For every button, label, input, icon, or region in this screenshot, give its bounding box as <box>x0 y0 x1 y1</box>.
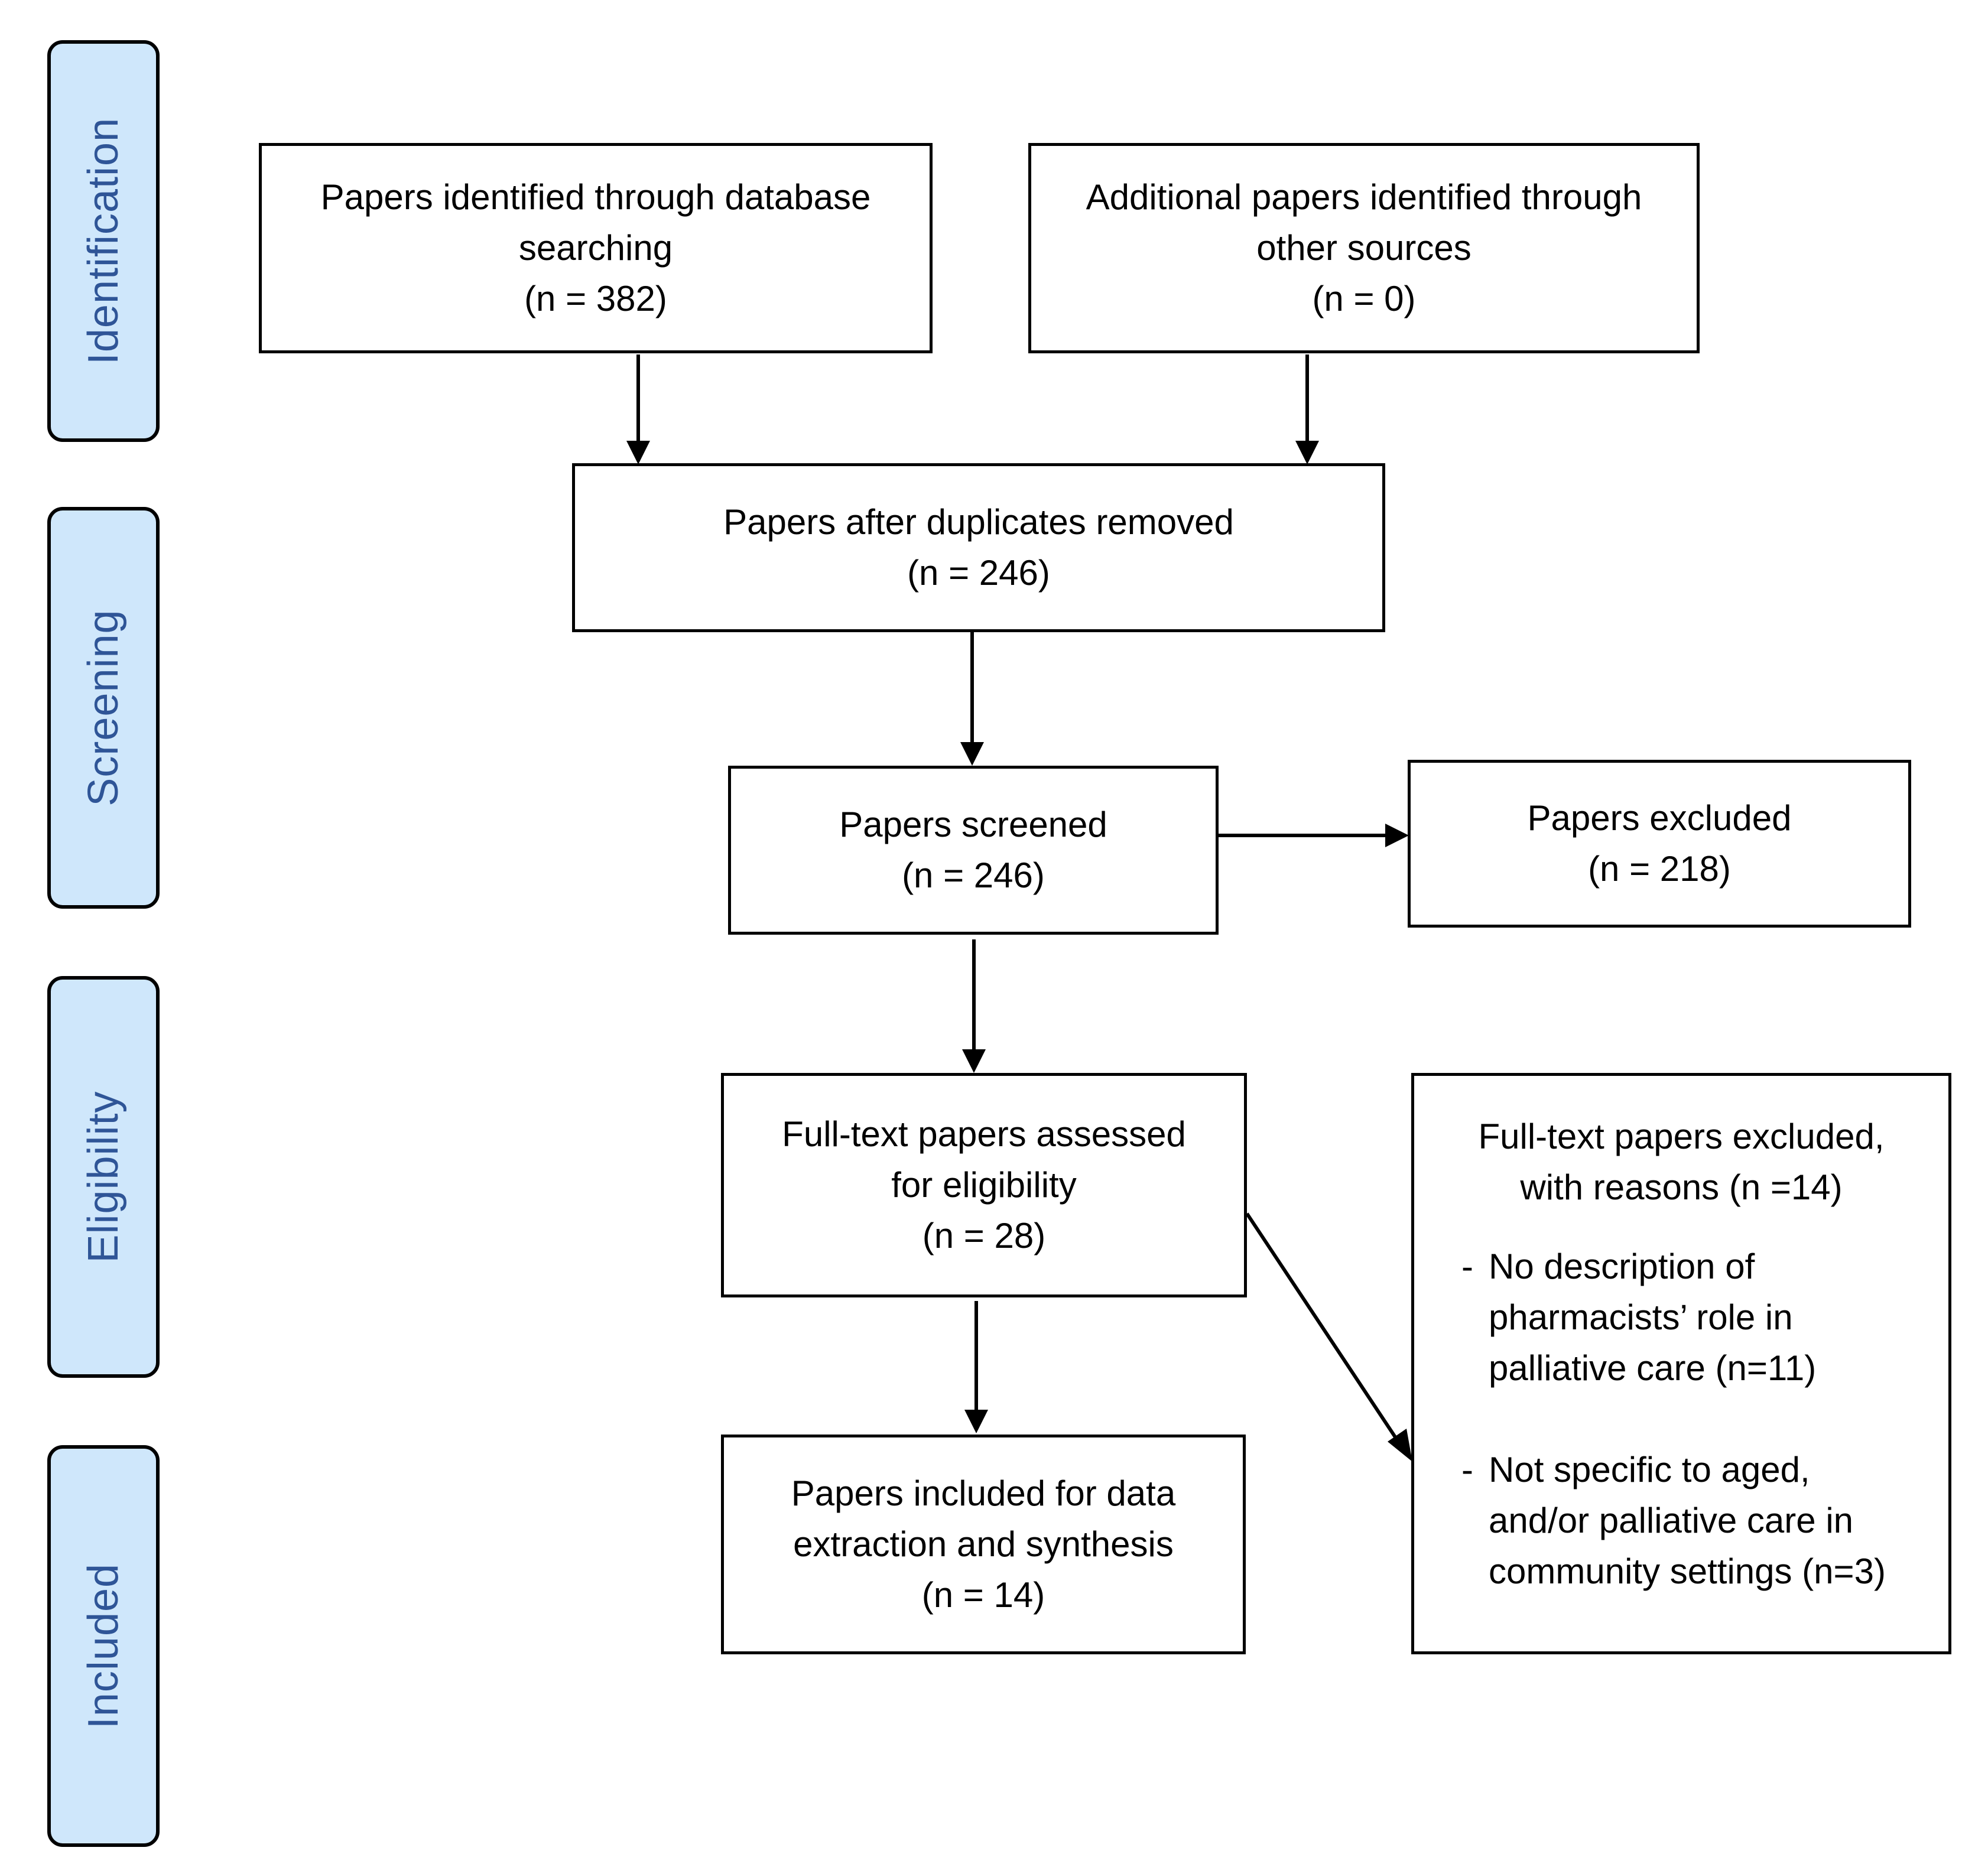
exclusion-reason-2-line-3: community settings (n=3) <box>1489 1552 1886 1591</box>
included-synthesis-line-2: extraction and synthesis <box>793 1524 1174 1564</box>
other-sources-line-1: Additional papers identified through <box>1086 177 1642 217</box>
full-text-excluded-heading-1: Full-text papers excluded, <box>1478 1117 1885 1156</box>
full-text-assessed-line-2: for eligibility <box>891 1165 1077 1205</box>
database-search-count: (n = 382) <box>524 279 667 318</box>
duplicates-removed-line-1: Papers after duplicates removed <box>723 502 1234 542</box>
stage-screening: Screening <box>47 507 160 909</box>
box-full-text-assessed: Full-text papers assessed for eligibilit… <box>721 1073 1247 1297</box>
stage-included-label: Included <box>80 1563 127 1729</box>
full-text-assessed-line-1: Full-text papers assessed <box>782 1114 1186 1154</box>
box-included-synthesis: Papers included for data extraction and … <box>721 1435 1246 1654</box>
screened-count: (n = 246) <box>902 856 1045 895</box>
duplicates-removed-count: (n = 246) <box>907 553 1050 593</box>
arrow-fulltext-to-excluded-reasons <box>1245 1212 1405 1450</box>
stage-eligibility-label: Eligibility <box>80 1091 127 1263</box>
arrowhead-fulltext-to-excluded-reasons <box>1388 1429 1412 1462</box>
included-synthesis-count: (n = 14) <box>921 1575 1045 1615</box>
screened-line-1: Papers screened <box>839 805 1107 844</box>
excluded-count: (n = 218) <box>1588 849 1731 889</box>
box-duplicates-removed: Papers after duplicates removed (n = 246… <box>572 463 1385 632</box>
exclusion-reason-1-line-3: palliative care (n=11) <box>1489 1348 1817 1388</box>
database-search-line-1: Papers identified through database <box>320 177 871 217</box>
box-excluded: Papers excluded (n = 218) <box>1408 760 1911 928</box>
stage-eligibility: Eligibility <box>47 976 160 1378</box>
box-full-text-excluded: Full-text papers excluded, with reasons … <box>1411 1073 1951 1654</box>
arrowhead-screened-to-excluded <box>1385 824 1409 847</box>
arrowhead-other-to-duplicates <box>1295 441 1319 464</box>
exclusion-reason-2-line-1: Not specific to aged, <box>1489 1450 1810 1489</box>
exclusion-reason-1-line-2: pharmacists’ role in <box>1489 1297 1793 1337</box>
stage-identification-label: Identification <box>80 117 127 365</box>
box-database-search: Papers identified through database searc… <box>259 143 933 353</box>
excluded-line-1: Papers excluded <box>1527 798 1792 838</box>
exclusion-reason-2: - Not specific to aged, and/or palliativ… <box>1461 1445 1925 1597</box>
arrowhead-fulltext-to-included <box>964 1410 988 1433</box>
exclusion-reason-1-line-1: No description of <box>1489 1247 1755 1286</box>
exclusion-reason-1-dash: - <box>1461 1247 1473 1286</box>
exclusion-reason-2-dash: - <box>1461 1450 1473 1489</box>
box-screened: Papers screened (n = 246) <box>728 766 1219 935</box>
arrowhead-screened-to-fulltext <box>962 1049 986 1073</box>
arrowhead-database-to-duplicates <box>626 441 650 464</box>
box-other-sources: Additional papers identified through oth… <box>1028 143 1700 353</box>
other-sources-line-2: other sources <box>1256 228 1471 268</box>
full-text-assessed-count: (n = 28) <box>922 1216 1046 1255</box>
stage-identification: Identification <box>47 40 160 442</box>
full-text-excluded-heading-2: with reasons (n =14) <box>1520 1167 1843 1207</box>
other-sources-count: (n = 0) <box>1312 279 1416 318</box>
database-search-line-2: searching <box>518 228 673 268</box>
arrowhead-duplicates-to-screened <box>960 742 984 766</box>
exclusion-reason-1: - No description of pharmacists’ role in… <box>1461 1241 1925 1394</box>
stage-included: Included <box>47 1445 160 1847</box>
stage-screening-label: Screening <box>80 609 127 806</box>
exclusion-reason-2-line-2: and/or palliative care in <box>1489 1501 1854 1540</box>
included-synthesis-line-1: Papers included for data <box>791 1474 1176 1513</box>
